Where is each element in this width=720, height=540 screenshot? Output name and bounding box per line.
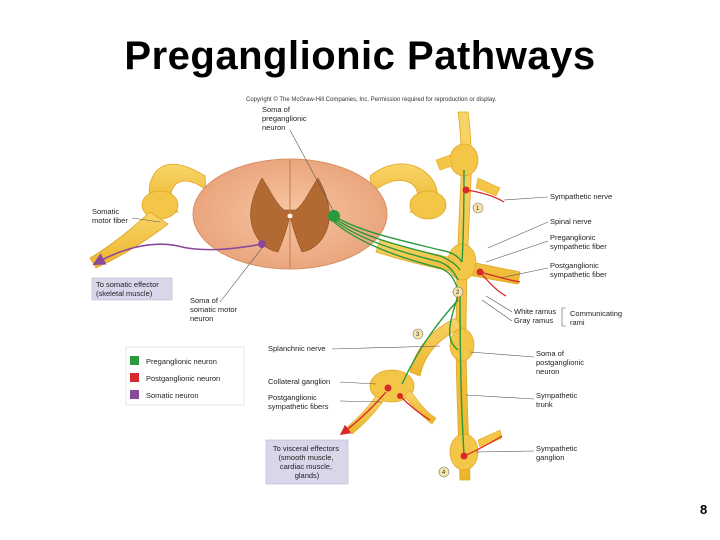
somatic-effector-box: To somatic effector (skeletal muscle)	[91, 277, 173, 301]
label-soma-pre-line-3: neuron	[262, 123, 285, 132]
label-sg-line-1: Sympathetic	[536, 444, 578, 453]
label-pf-line-1: Preganglionic	[550, 233, 596, 242]
label-pof-line-2: sympathetic fiber	[550, 270, 607, 279]
collateral-ganglion	[369, 369, 415, 403]
step-marker-4	[438, 466, 450, 478]
label-st-line-1: Sympathetic	[536, 391, 578, 400]
label-smf-line-2: motor fiber	[92, 216, 128, 225]
legend-label-somatic: Somatic neuron	[146, 391, 199, 400]
svg-text:To visceral effectors (s: To visceral effectors (smooth muscle, ca…	[273, 444, 341, 480]
step-marker-1	[472, 202, 484, 214]
somatic-soma	[258, 240, 266, 248]
leader-lines	[131, 129, 566, 453]
label-spo-line-1: Soma of	[536, 349, 565, 358]
step-marker-1-label: 1	[476, 206, 480, 212]
label-spinal-nerve: Spinal nerve	[550, 217, 592, 226]
preganglionic-descending	[459, 289, 465, 456]
step-marker-2	[452, 286, 464, 298]
spinal-nerve-left	[89, 211, 169, 269]
step-marker-3-label: 3	[416, 332, 420, 338]
step-markers: 1 2 3 4	[412, 202, 484, 478]
label-white-ramus: White ramus	[514, 307, 556, 316]
sympathetic-trunk	[455, 111, 472, 481]
label-sympathetic-nerve: Sympathetic nerve	[550, 192, 612, 201]
label-soma-postganglionic: Soma of postganglionic neuron	[536, 349, 586, 376]
label-st-line-2: trunk	[536, 400, 553, 409]
legend-swatch-preganglionic	[130, 356, 139, 365]
label-postganglionic-fibers: Postganglionic sympathetic fibers	[268, 393, 329, 411]
label-smf-line-1: Somatic	[92, 207, 119, 216]
label-cr-line-1: Communicating	[570, 309, 622, 318]
label-postganglionic-fiber: Postganglionic sympathetic fiber	[550, 261, 607, 279]
dorsal-root-ganglion-right	[409, 190, 447, 220]
copyright-notice: Copyright © The McGraw-Hill Companies, I…	[246, 97, 497, 103]
legend-label-postganglionic: Postganglionic neuron	[146, 374, 220, 383]
label-pof-line-1: Postganglionic	[550, 261, 599, 270]
label-collateral-ganglion: Collateral ganglion	[268, 377, 330, 386]
label-ssm-line-3: neuron	[190, 314, 213, 323]
page-number: 8	[700, 502, 708, 517]
post-to-viscera	[339, 391, 387, 436]
label-splanchnic-nerve: Splanchnic nerve	[268, 344, 326, 353]
post-soma-collateral	[384, 384, 392, 392]
somatic-fiber	[92, 243, 263, 266]
label-sg-line-2: ganglion	[536, 453, 564, 462]
label-soma-pre-line-1: Soma of	[262, 105, 291, 114]
step-marker-2-label: 2	[456, 290, 460, 296]
label-somatic-motor-fiber: Somatic motor fiber	[92, 207, 128, 225]
visceral-line-3: cardiac muscle,	[280, 462, 332, 471]
label-soma-preganglionic: Soma of preganglionic neuron	[262, 105, 309, 132]
step-marker-3	[412, 328, 424, 340]
preganglionic-splanchnic	[401, 299, 459, 385]
legend: Preganglionic neuron Postganglionic neur…	[125, 346, 245, 406]
visceral-line-4: glands)	[295, 471, 320, 480]
legend-label-preganglionic: Preganglionic neuron	[146, 357, 217, 366]
postganglionic-fibers	[339, 186, 521, 460]
gray-matter	[250, 177, 330, 253]
label-sympathetic-ganglion: Sympathetic ganglion	[536, 444, 579, 462]
somatic-effector-line-2: (skeletal muscle)	[96, 289, 153, 298]
label-spo-line-2: postganglionic	[536, 358, 584, 367]
step-marker-4-label: 4	[442, 470, 446, 476]
label-pf-line-2: sympathetic fiber	[550, 242, 607, 251]
label-preganglionic-fiber: Preganglionic sympathetic fiber	[550, 233, 607, 251]
central-canal	[287, 213, 293, 219]
label-spo-line-3: neuron	[536, 367, 559, 376]
label-gray-ramus: Gray ramus	[514, 316, 553, 325]
visceral-effectors-box: To visceral effectors (smooth muscle, ca…	[265, 439, 349, 485]
diagram-labels: Soma of preganglionic neuron Somatic mot…	[92, 105, 624, 462]
svg-text:To somatic effector (ske: To somatic effector (skeletal muscle)	[96, 280, 161, 298]
visceral-line-2: (smooth muscle,	[278, 453, 333, 462]
preganglionic-ascending	[461, 169, 465, 263]
label-pfs-line-2: sympathetic fibers	[268, 402, 329, 411]
slide-title: Preganglionic Pathways	[124, 34, 596, 78]
label-sympathetic-trunk: Sympathetic trunk	[536, 391, 579, 409]
trunk-ganglion-3	[449, 328, 475, 362]
somatic-neuron-path	[92, 240, 266, 266]
legend-swatch-somatic	[130, 390, 139, 399]
visceral-line-1: To visceral effectors	[273, 444, 339, 453]
label-cr-line-2: rami	[570, 318, 585, 327]
somatic-effector-line-1: To somatic effector	[96, 280, 159, 289]
preganglionic-fibers	[328, 169, 465, 456]
label-soma-pre-line-2: preganglionic	[262, 114, 307, 123]
label-communicating-rami: Communicating rami	[570, 309, 624, 327]
spinal-cord	[192, 158, 388, 270]
label-pfs-line-1: Postganglionic	[268, 393, 317, 402]
label-soma-somatic-motor: Soma of somatic motor neuron	[190, 296, 239, 323]
label-ssm-line-1: Soma of	[190, 296, 219, 305]
label-ssm-line-2: somatic motor	[190, 305, 238, 314]
legend-swatch-postganglionic	[130, 373, 139, 382]
